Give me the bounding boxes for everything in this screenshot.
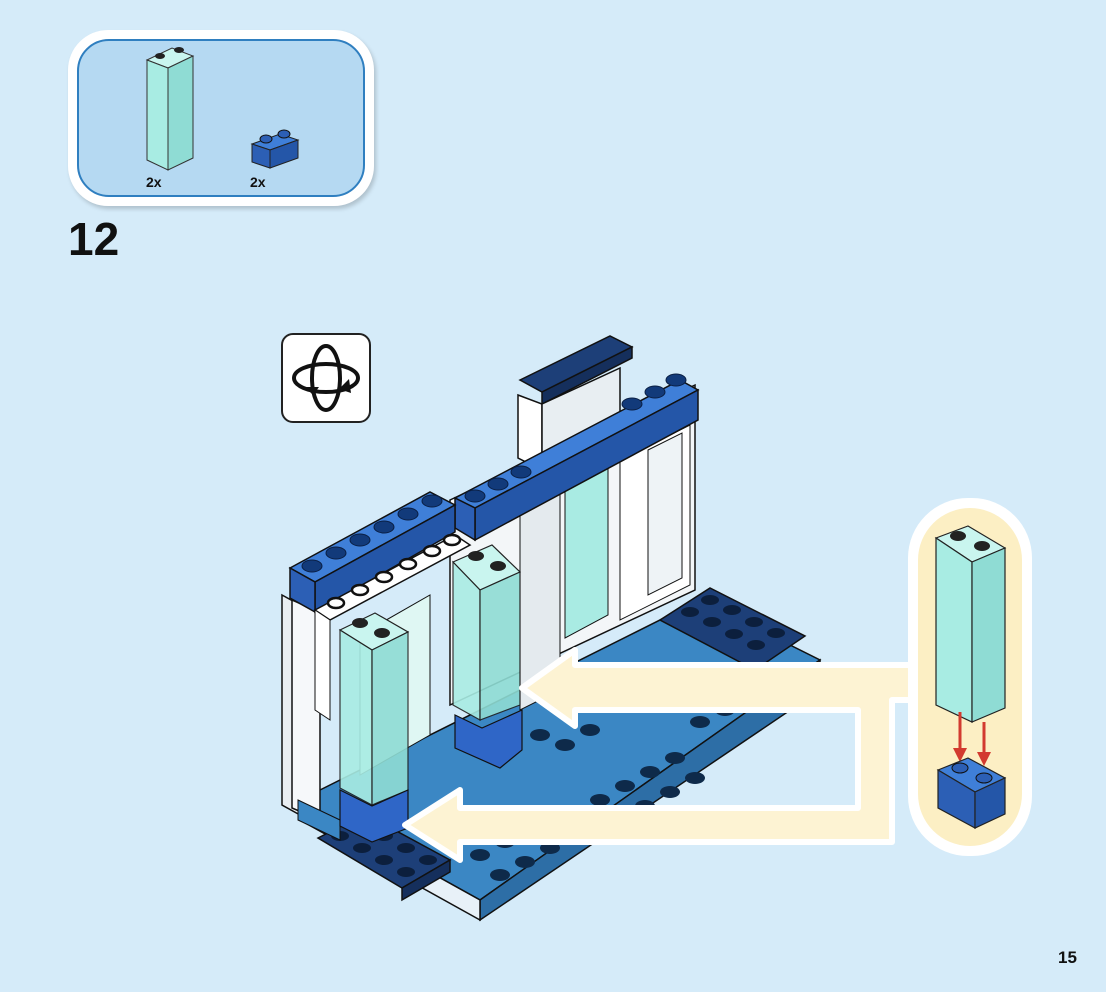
part-2-quantity: 2x (250, 174, 266, 190)
rotate-model-icon (281, 333, 371, 423)
blue-beam-left (288, 491, 457, 614)
white-brick-row (313, 533, 472, 721)
parts-list-panel (68, 30, 374, 206)
assembly-arrows (402, 647, 915, 863)
blue-beam-right (453, 373, 700, 542)
callout-bubble (908, 498, 1032, 856)
page-number: 15 (1058, 948, 1077, 967)
step-number: 12 (68, 213, 120, 265)
parts-list-inner (77, 39, 365, 197)
part-1-quantity: 2x (146, 174, 162, 190)
dark-plate-right (658, 587, 807, 671)
left-wall (281, 593, 341, 841)
new-trans-brick-front (338, 612, 410, 843)
new-trans-brick-rear (451, 544, 523, 769)
